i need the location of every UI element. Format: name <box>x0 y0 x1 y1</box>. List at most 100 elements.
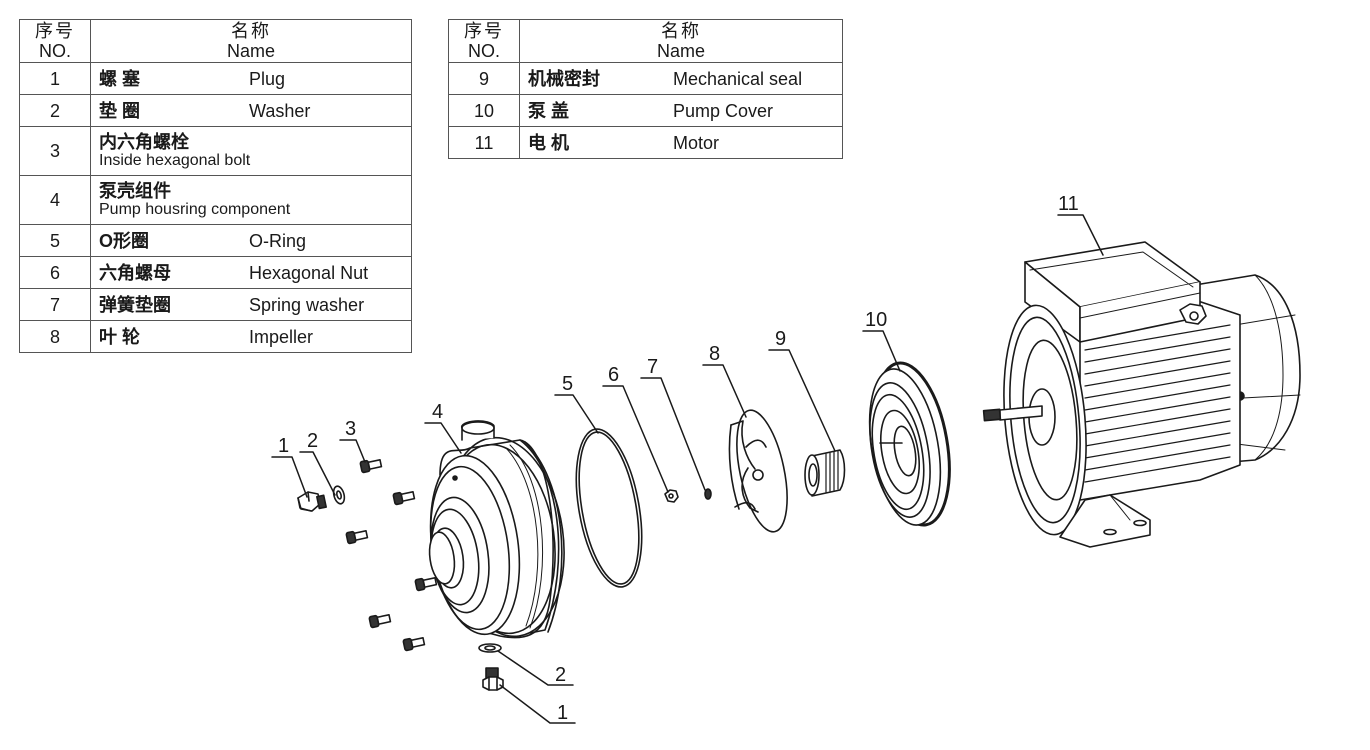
row-no: 9 <box>448 62 520 95</box>
callout-leaders <box>271 214 1104 724</box>
leader-6 <box>602 385 669 493</box>
callout-2: 2 <box>307 430 318 452</box>
callout-10: 10 <box>865 309 887 331</box>
callout-2-lower: 2 <box>555 664 566 686</box>
row-no: 2 <box>19 94 91 127</box>
name-en: Mechanical seal <box>673 68 803 89</box>
part-impeller <box>728 409 788 533</box>
part-plug <box>297 491 327 512</box>
leader-1-lower <box>499 684 576 724</box>
name-zh: 机械密封 <box>528 68 600 89</box>
row-no: 6 <box>19 256 91 289</box>
header-no-zh: 序号 <box>464 21 504 41</box>
name-en: Plug <box>249 68 286 89</box>
callout-7: 7 <box>647 356 658 378</box>
name-zh: 叶 轮 <box>99 326 141 347</box>
callout-8: 8 <box>709 343 720 365</box>
header-name-en: Name <box>226 41 275 61</box>
leader-5 <box>554 394 599 434</box>
part-hex-nut <box>664 489 679 503</box>
name-en: Impeller <box>249 326 314 347</box>
header-name-zh: 名称 <box>661 21 701 41</box>
leader-9 <box>768 349 836 452</box>
name-en: Inside hexagonal bolt <box>99 152 251 169</box>
name-zh: 电 机 <box>528 132 570 153</box>
part-washer <box>332 485 346 505</box>
name-zh: 垫 圈 <box>99 100 141 121</box>
table-header-row: 序号 NO. 名称 Name <box>19 19 412 63</box>
name-zh: 内六角螺栓 <box>99 132 189 152</box>
name-zh: 螺 塞 <box>99 68 141 89</box>
table-row: 6 六角螺母 Hexagonal Nut <box>19 256 412 289</box>
header-name-en: Name <box>656 41 705 61</box>
leader-7 <box>640 377 706 491</box>
parts-table-left: 序号 NO. 名称 Name 1 螺 塞 Plug 2 垫 圈 Washer 3 内… <box>19 19 412 353</box>
leader-8 <box>702 364 747 418</box>
leader-11 <box>1057 214 1104 256</box>
row-no: 11 <box>448 126 520 159</box>
part-plug-lower <box>482 667 504 691</box>
table-row: 2 垫 圈 Washer <box>19 94 412 127</box>
part-o-ring <box>575 428 643 588</box>
header-no: 序号 NO. <box>19 19 91 63</box>
name-en: Hexagonal Nut <box>249 262 369 283</box>
header-name: 名称 Name <box>519 19 843 63</box>
leader-3 <box>339 439 366 463</box>
leader-2-lower <box>497 650 574 686</box>
row-name: 六角螺母 Hexagonal Nut <box>90 256 412 289</box>
leader-4 <box>424 422 462 454</box>
row-no: 1 <box>19 62 91 95</box>
name-en: Washer <box>249 100 311 121</box>
part-motor <box>982 241 1301 548</box>
part-hex-bolts <box>345 458 438 652</box>
header-no-zh: 序号 <box>35 21 75 41</box>
name-zh: 泵 盖 <box>528 100 570 121</box>
header-no-en: NO. <box>467 41 500 61</box>
name-en: Pump Cover <box>673 100 774 121</box>
row-name: 叶 轮 Impeller <box>90 320 412 353</box>
leader-1 <box>271 456 308 498</box>
row-no: 7 <box>19 288 91 321</box>
table-header-row: 序号 NO. 名称 Name <box>448 19 843 63</box>
row-name: O形圈 O-Ring <box>90 224 412 257</box>
table-row: 7 弹簧垫圈 Spring washer <box>19 288 412 321</box>
name-zh: 弹簧垫圈 <box>99 294 171 315</box>
part-pump-housing <box>428 420 565 639</box>
row-name: 螺 塞 Plug <box>90 62 412 95</box>
callout-1-lower: 1 <box>557 702 568 724</box>
table-row: 8 叶 轮 Impeller <box>19 320 412 353</box>
leader-2 <box>299 451 336 496</box>
name-en: Spring washer <box>249 294 365 315</box>
part-mechanical-seal <box>804 449 846 497</box>
header-name: 名称 Name <box>90 19 412 63</box>
name-zh: 六角螺母 <box>99 262 171 283</box>
name-en: Motor <box>673 132 720 153</box>
callout-1: 1 <box>278 435 289 457</box>
header-no-en: NO. <box>38 41 71 61</box>
callout-6: 6 <box>608 364 619 386</box>
part-spring-washer <box>704 488 712 500</box>
name-en: Pump housring component <box>99 201 291 218</box>
row-no: 8 <box>19 320 91 353</box>
name-zh: O形圈 <box>99 230 150 251</box>
row-name: 电 机 Motor <box>519 126 843 159</box>
part-washer-lower <box>478 643 502 653</box>
callout-numbers: 1 2 3 4 5 6 7 8 9 10 11 2 1 <box>278 193 1079 724</box>
table-row: 11 电 机 Motor <box>448 126 843 159</box>
callout-5: 5 <box>562 373 573 395</box>
header-no: 序号 NO. <box>448 19 520 63</box>
header-name-zh: 名称 <box>231 21 271 41</box>
callout-4: 4 <box>432 401 443 423</box>
name-en: O-Ring <box>249 230 307 251</box>
callout-9: 9 <box>775 328 786 350</box>
leader-10 <box>862 330 901 372</box>
callout-11: 11 <box>1058 193 1079 215</box>
row-name: 垫 圈 Washer <box>90 94 412 127</box>
